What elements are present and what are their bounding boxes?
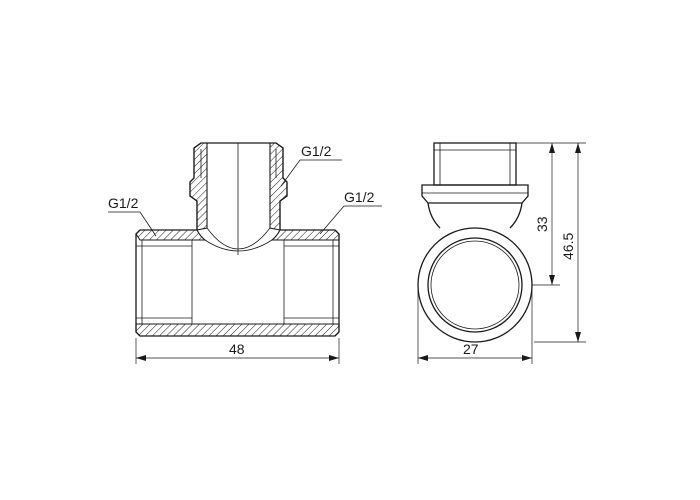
front-view-section: G1/2 G1/2 G1/2 48 xyxy=(108,142,382,364)
side-inner-circle xyxy=(430,240,520,330)
arrow-46-5-bottom xyxy=(575,332,581,342)
top-wall-left xyxy=(189,142,208,231)
leader-right xyxy=(319,205,382,235)
top-wall-right xyxy=(269,142,288,231)
side-view: 27 33 46.5 xyxy=(417,142,586,364)
side-neck xyxy=(427,202,523,229)
thread-label-left: G1/2 xyxy=(108,195,139,211)
dim-label-46-5: 46.5 xyxy=(560,233,576,260)
side-mid-circle xyxy=(427,237,523,333)
body-wall-top-right xyxy=(270,229,340,241)
thread-label-top: G1/2 xyxy=(301,143,332,159)
dim-label-27: 27 xyxy=(463,341,479,357)
arrow-27-left xyxy=(418,355,428,361)
body-bore-curve xyxy=(204,239,273,252)
side-outer-circle xyxy=(417,227,533,343)
arrow-27-right xyxy=(522,355,532,361)
arrow-33-bottom xyxy=(549,275,555,285)
body-wall-top-left xyxy=(135,229,207,241)
arrow-48-right xyxy=(329,355,339,361)
side-nipple xyxy=(433,142,517,186)
side-collar xyxy=(421,184,529,204)
top-bore xyxy=(206,143,271,250)
dim-label-48: 48 xyxy=(229,341,245,357)
dim-label-33: 33 xyxy=(534,216,550,232)
arrow-46-5-top xyxy=(575,143,581,153)
leader-top xyxy=(280,159,342,187)
arrow-33-top xyxy=(549,143,555,153)
thread-label-right: G1/2 xyxy=(344,189,375,205)
leader-left xyxy=(108,211,157,237)
body-wall-bottom xyxy=(135,323,340,337)
arrow-48-left xyxy=(136,355,146,361)
